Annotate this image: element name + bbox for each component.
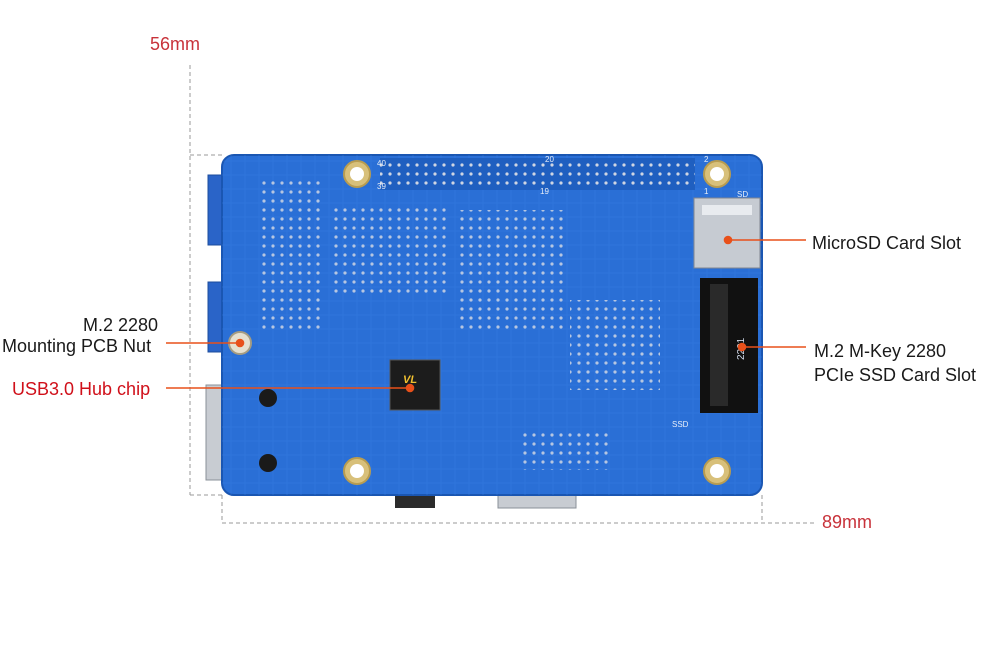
callout-usb-hub-chip: USB3.0 Hub chip (12, 379, 151, 399)
component-clusters (260, 180, 660, 470)
pin-label-20: 20 (545, 155, 554, 164)
length-dimension-label: 89mm (822, 512, 873, 532)
callout-microsd-slot: MicroSD Card Slot (812, 233, 962, 253)
usb-hub-chip: VL (389, 359, 441, 411)
pin-label-1: 1 (704, 187, 709, 196)
dimension-lines (189, 65, 815, 524)
usb-ports (205, 174, 225, 481)
pin-label-39: 39 (377, 182, 386, 191)
screw-posts (259, 389, 277, 472)
m2-slot: 2201 (700, 278, 758, 413)
callout-m2-slot-line1: M.2 M-Key 2280 (814, 341, 947, 361)
callout-nut-line1: M.2 2280 (83, 315, 159, 335)
silkscreen-ssd: SSD (672, 420, 689, 429)
callout-lines (166, 235, 806, 393)
pin-label-19: 19 (540, 187, 549, 196)
microsd-slot (693, 197, 761, 269)
callout-nut-line2: Mounting PCB Nut (2, 336, 152, 356)
callout-m2-slot-line2: PCIe SSD Card Slot (814, 365, 977, 385)
pin-label-40: 40 (377, 159, 386, 168)
gpio-header (380, 158, 695, 190)
silkscreen-sd: SD (737, 190, 748, 199)
width-dimension-label: 56mm (150, 34, 201, 54)
chip-marking: VL (403, 374, 417, 386)
pin-label-2: 2 (704, 155, 709, 164)
